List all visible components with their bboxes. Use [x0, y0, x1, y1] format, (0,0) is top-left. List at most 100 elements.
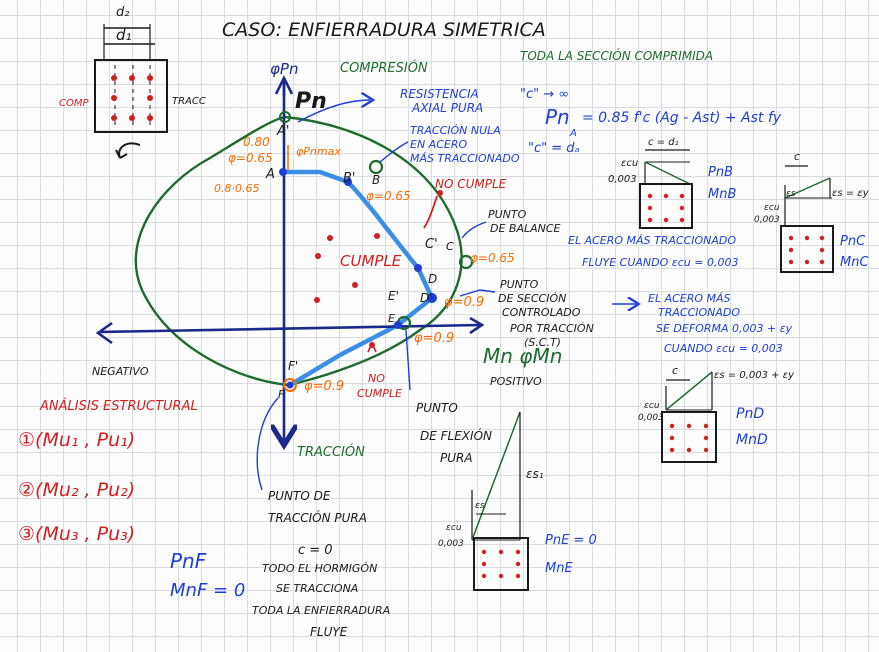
strain-b-pn: PnB: [708, 165, 733, 180]
strain-c-c: c: [794, 150, 800, 163]
strain-e-mn: MnE: [545, 561, 573, 576]
analysis-item-2: ②(Mu₂ , Pu₂): [18, 479, 135, 501]
strain-c-val: 0,003: [754, 215, 780, 225]
traccion-nula-l1: TRACCIÓN NULA: [410, 124, 501, 137]
hormigon-l2: SE TRACCIONA: [276, 582, 358, 595]
strain-b-c: c = d₁: [648, 137, 679, 148]
strain-b-mn: MnB: [708, 187, 736, 202]
phi-09-e: φ=0.9: [414, 331, 454, 346]
punto-flexion-l1: PUNTO: [416, 401, 458, 415]
no-cumple-1: NO CUMPLE: [435, 177, 507, 191]
negative-label: NEGATIVO: [92, 365, 149, 378]
strain-c-es-eq: εs = εy: [832, 188, 870, 199]
strain-d-pn: PnD: [736, 406, 764, 422]
point-d: D: [428, 272, 437, 286]
strain-d-mn: MnD: [736, 432, 768, 448]
punto-sct-l5: (S.C.T): [524, 336, 561, 349]
hormigon-l4: FLUYE: [310, 625, 348, 639]
strain-c-ecu: εcu: [764, 203, 780, 213]
strain-e-es-big: εs₁: [526, 467, 544, 481]
strain-e-pn: PnE = 0: [545, 533, 597, 548]
punto-flexion-l2: DE FLEXIÓN: [420, 428, 492, 443]
punto-balance-l2: DE BALANCE: [490, 222, 561, 235]
x-axis-mn-label: Mn φMn: [483, 344, 562, 368]
point-c-prime: C': [425, 237, 438, 252]
strain-d-c: c: [672, 364, 678, 377]
strain-sketch-e: [471, 411, 529, 591]
point-e: E: [388, 312, 395, 325]
phi-080: 0.80: [243, 135, 270, 149]
point-c: C: [446, 240, 454, 253]
acero-fluye-l1: EL ACERO MÁS TRACCIONADO: [568, 234, 736, 247]
phi-09-f: φ=0.9: [304, 379, 344, 394]
phi-065-b: φ=0.65: [366, 189, 411, 203]
point-a: A: [265, 167, 275, 182]
formula-rhs: = 0.85 f'c (Ag - Ast) + Ast fy: [582, 110, 782, 126]
acero-deforma-l3: SE DEFORMA 0,003 + εy: [656, 322, 793, 335]
analysis-item-3: ③(Mu₃ , Pu₃): [18, 523, 135, 545]
punto-traccion-l1: PUNTO DE: [268, 489, 331, 503]
hormigon-l3: TODA LA ENFIERRADURA: [252, 604, 390, 617]
toda-seccion: TODA LA SECCIÓN COMPRIMIDA: [520, 48, 713, 63]
strain-d-ecu: εcu: [644, 401, 660, 411]
strain-sketch-c: [780, 165, 834, 273]
point-e-prime: E': [388, 289, 399, 303]
point-d-prime: D': [420, 291, 433, 305]
formula-sub: A: [569, 128, 577, 139]
traccion-nula-l3: MÁS TRACCIONADO: [410, 152, 520, 165]
point-b: B: [372, 173, 380, 187]
pnf-label: PnF: [170, 549, 207, 573]
acero-deforma-l2: TRACCIONADO: [658, 306, 740, 319]
tracc-label: TRACC: [172, 96, 206, 107]
strain-c-es: εs: [786, 189, 796, 199]
comp-label: COMP: [59, 98, 89, 109]
mnf-label: MnF = 0: [170, 580, 245, 601]
y-axis-top-label: φPn: [270, 60, 298, 78]
strain-b-ecu: εcu: [621, 158, 638, 169]
horizontal-axis: [99, 323, 481, 334]
punto-flexion-l3: PURA: [440, 451, 473, 465]
load-points: [314, 190, 443, 353]
punto-traccion-l2: TRACCIÓN PURA: [268, 510, 367, 525]
traccion-nula-l2: EN ACERO: [410, 138, 467, 151]
design-interaction-curve: [283, 169, 435, 387]
punto-sct-l2: DE SECCIÓN: [498, 292, 566, 305]
y-axis-pn-label: Pn: [295, 89, 327, 114]
analysis-item-1: ①(Mu₁ , Pu₁): [18, 429, 135, 451]
strain-b-val: 0,003: [608, 174, 637, 185]
strain-c-mn: MnC: [840, 255, 869, 270]
formula-lhs: Pn: [545, 105, 570, 129]
strain-c-pn: PnC: [840, 234, 866, 249]
acero-deforma-l4: CUANDO εcu = 0,003: [664, 342, 783, 355]
acero-deforma-l1: EL ACERO MÁS: [648, 292, 731, 305]
curve-point-markers: [279, 111, 474, 392]
c-infinity: "c" → ∞: [520, 87, 569, 102]
strain-sketch-b: [639, 149, 693, 229]
phi-09-d: φ=0.9: [444, 295, 484, 310]
no-cumple-2-l2: CUMPLE: [357, 387, 402, 400]
strain-e-es-small: εs: [475, 501, 485, 511]
phi-065-a: φ=0.65: [228, 151, 273, 165]
strain-e-val: 0,003: [438, 539, 464, 549]
d1-label: d₁: [116, 26, 132, 44]
strain-sketch-d: [661, 371, 717, 463]
acero-fluye-l2: FLUYE CUANDO εcu = 0,003: [582, 256, 738, 269]
strain-d-val: 0,003: [638, 413, 664, 423]
point-b-prime: B': [343, 171, 356, 186]
compression-label: COMPRESIÓN: [340, 60, 428, 76]
punto-sct-l1: PUNTO: [500, 278, 539, 291]
column-section-top: [94, 24, 168, 159]
phi-065-c: φ=0.65: [470, 251, 515, 265]
resistencia-l2: AXIAL PURA: [411, 101, 483, 115]
hormigon-l1: TODO EL HORMIGÓN: [262, 562, 377, 575]
point-f-prime: F': [288, 359, 298, 373]
punto-balance-l1: PUNTO: [488, 208, 527, 221]
traction-label: TRACCIÓN: [297, 444, 365, 460]
punto-sct-l4: POR TRACCIÓN: [510, 322, 594, 335]
cumple-label: CUMPLE: [340, 252, 402, 270]
strain-d-es-eq: εs = 0,003 + εy: [714, 370, 795, 381]
c-zero: c = 0: [298, 543, 333, 558]
d2-label: d₂: [116, 5, 129, 20]
no-cumple-2-l1: NO: [368, 372, 385, 385]
strain-e-ecu: εcu: [446, 523, 462, 533]
